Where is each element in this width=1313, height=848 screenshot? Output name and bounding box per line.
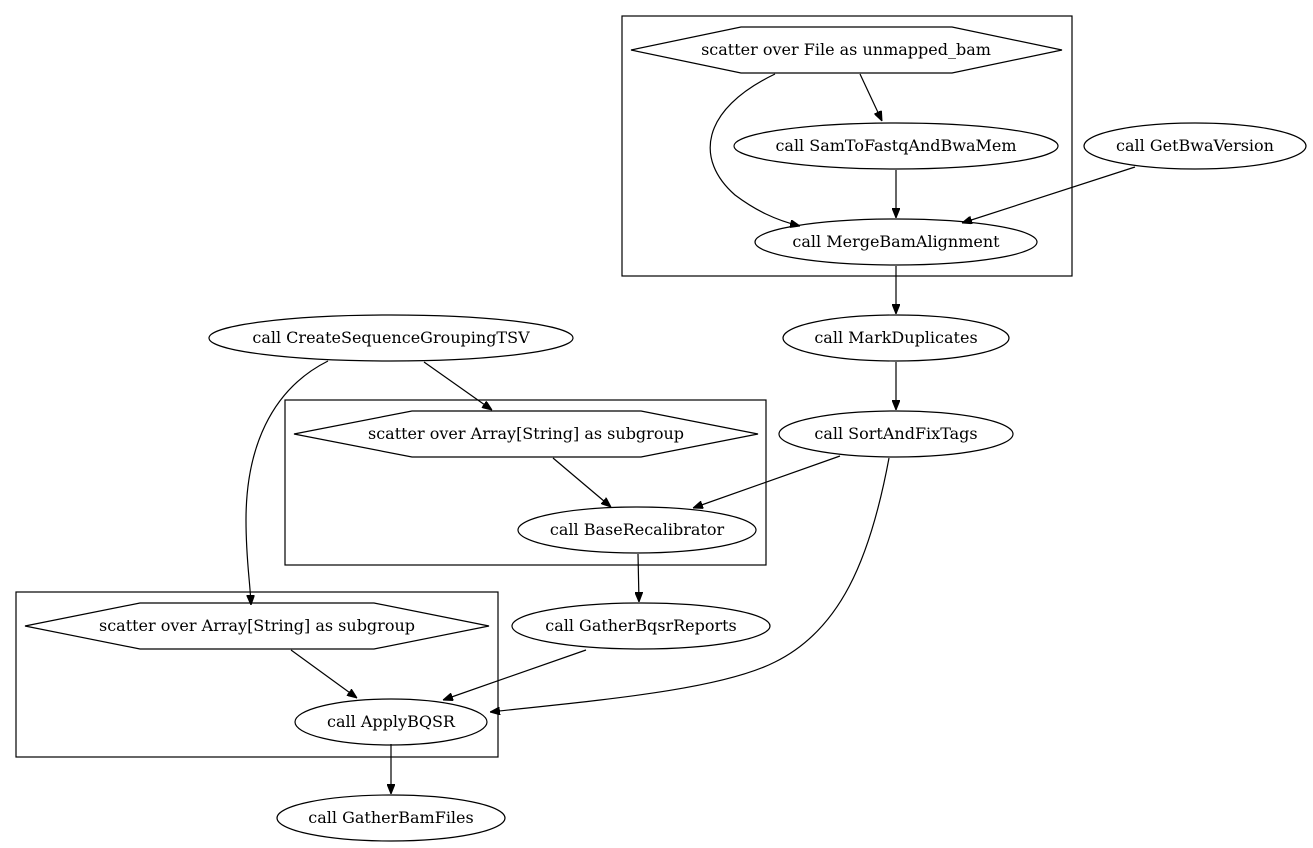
- node-label: scatter over Array[String] as subgroup: [368, 424, 684, 443]
- node-scatter-unmapped-bam: scatter over File as unmapped_bam: [630, 26, 1063, 74]
- edge-sortfix-to-applybqsr: [490, 457, 890, 712]
- node-label: call CreateSequenceGroupingTSV: [252, 328, 530, 347]
- edge-scatter-to-samtofastq: [859, 73, 882, 121]
- edge-scatter2-to-applybqsr: [290, 649, 357, 698]
- edge-scatter-to-mergebam: [709, 73, 800, 226]
- node-label: call MergeBamAlignment: [792, 232, 1000, 251]
- edges: [245, 73, 1136, 794]
- node-label: call GatherBqsrReports: [545, 616, 737, 635]
- node-mergebam: call MergeBamAlignment: [754, 218, 1038, 266]
- node-scatter-subgroup-2: scatter over Array[String] as subgroup: [24, 602, 490, 650]
- scatter-cluster-subgroup-2: [15, 591, 499, 758]
- node-label: call SamToFastqAndBwaMem: [775, 136, 1016, 155]
- node-label: call MarkDuplicates: [814, 328, 977, 347]
- node-label: scatter over File as unmapped_bam: [701, 40, 991, 59]
- node-scatter-subgroup-1: scatter over Array[String] as subgroup: [293, 410, 759, 458]
- node-label: call GatherBamFiles: [308, 808, 473, 827]
- node-label: call BaseRecalibrator: [550, 520, 725, 539]
- node-markdup: call MarkDuplicates: [782, 314, 1010, 362]
- edge-sortfix-to-baserecal: [693, 455, 841, 508]
- node-getbwaversion: call GetBwaVersion: [1083, 122, 1307, 170]
- edge-baserecal-to-gatherbqsr: [638, 553, 639, 602]
- scatter-cluster-unmapped-bam: [621, 15, 1073, 277]
- node-gatherbqsr: call GatherBqsrReports: [511, 602, 771, 650]
- edge-createseq-to-scatter2: [245, 360, 329, 605]
- node-applybqsr: call ApplyBQSR: [294, 698, 488, 746]
- node-samtofastq: call SamToFastqAndBwaMem: [733, 122, 1059, 170]
- node-label: call ApplyBQSR: [327, 712, 456, 731]
- node-createseq: call CreateSequenceGroupingTSV: [208, 314, 574, 362]
- node-label: scatter over Array[String] as subgroup: [99, 616, 415, 635]
- node-label: call GetBwaVersion: [1116, 136, 1274, 155]
- edge-gatherbqsr-to-applybqsr: [443, 649, 587, 700]
- edge-getbwa-to-mergebam: [962, 166, 1136, 223]
- edge-createseq-to-scatter1: [423, 361, 492, 410]
- edge-scatter1-to-baserecal: [552, 457, 611, 507]
- node-baserecal: call BaseRecalibrator: [517, 506, 757, 554]
- node-label: call SortAndFixTags: [814, 424, 977, 443]
- node-gatherbam: call GatherBamFiles: [276, 794, 506, 842]
- node-sortfix: call SortAndFixTags: [778, 410, 1014, 458]
